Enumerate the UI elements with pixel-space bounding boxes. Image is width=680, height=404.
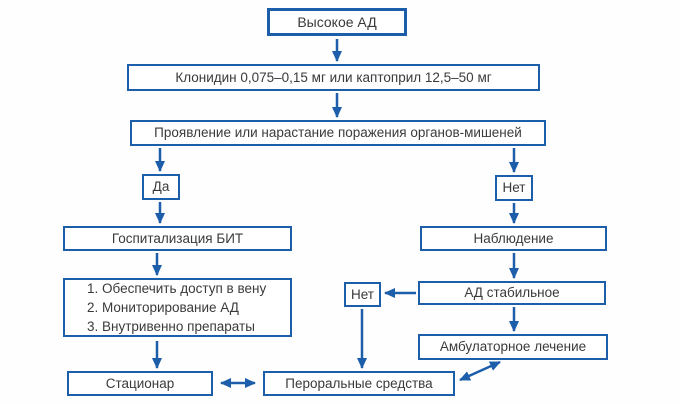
node-care-steps: 1. Обеспечить доступ в вену 2. Мониторир… bbox=[63, 278, 292, 337]
node-yes: Да bbox=[142, 174, 180, 200]
node-high-bp: Высокое АД bbox=[267, 8, 407, 36]
arrow-outpatient-oral bbox=[459, 360, 501, 382]
care-step-2: 2. Мониторирование АД bbox=[87, 300, 239, 315]
node-hospitalization: Госпитализация БИТ bbox=[63, 226, 292, 251]
node-no-top: Нет bbox=[495, 175, 533, 201]
node-no-left: Нет bbox=[344, 282, 381, 307]
care-step-1: 1. Обеспечить доступ в вену bbox=[87, 281, 267, 296]
node-outpatient-treatment: Амбулаторное лечение bbox=[418, 334, 608, 360]
node-clonidine-captopril: Клонидин 0,075–0,15 мг или каптоприл 12,… bbox=[127, 64, 540, 91]
node-observation: Наблюдение bbox=[420, 226, 607, 251]
node-inpatient: Стационар bbox=[67, 371, 213, 396]
node-bp-stable: АД стабильное bbox=[418, 281, 606, 305]
node-target-organ-damage: Проявление или нарастание поражения орга… bbox=[130, 120, 546, 146]
node-oral-agents: Пероральные средства bbox=[263, 371, 455, 396]
care-step-3: 3. Внутривенно препараты bbox=[87, 319, 255, 334]
